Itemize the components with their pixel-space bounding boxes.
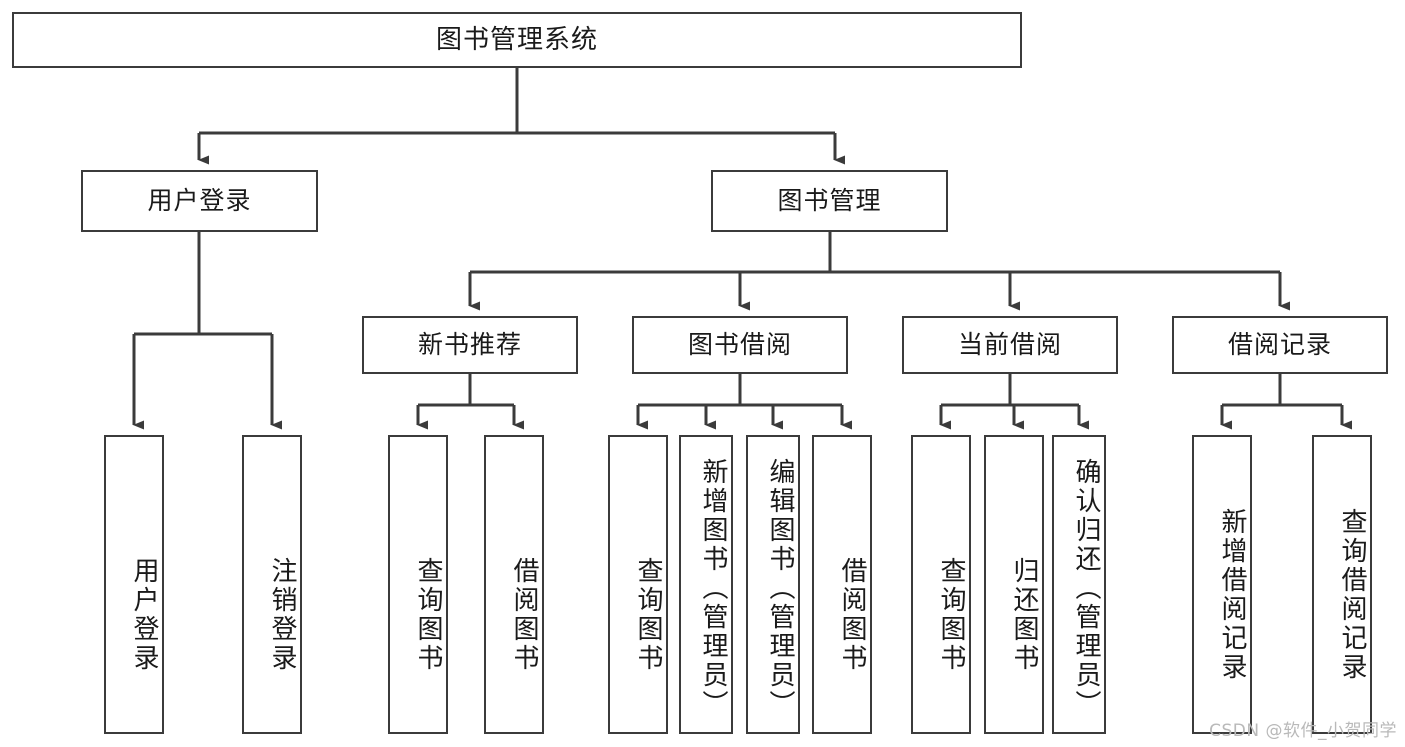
node-leaf-borrow-book-recommend[interactable]: 借阅图书 [484, 435, 544, 734]
node-leaf-edit-book-admin[interactable]: 编辑图书（管理员） [746, 435, 800, 734]
node-leaf-user-login[interactable]: 用户登录 [104, 435, 164, 734]
node-leaf-query-book-recommend[interactable]: 查询图书 [388, 435, 448, 734]
node-leaf-query-borrow-record[interactable]: 查询借阅记录 [1312, 435, 1372, 734]
node-leaf-query-book-current[interactable]: 查询图书 [911, 435, 971, 734]
node-leaf-query-book-borrow[interactable]: 查询图书 [608, 435, 668, 734]
node-new-book-recommend[interactable]: 新书推荐 [362, 316, 578, 374]
node-user-login[interactable]: 用户登录 [81, 170, 318, 232]
node-leaf-confirm-return-admin[interactable]: 确认归还（管理员） [1052, 435, 1106, 734]
node-leaf-return-book[interactable]: 归还图书 [984, 435, 1044, 734]
node-borrow-record[interactable]: 借阅记录 [1172, 316, 1388, 374]
csdn-watermark: CSDN @软件_小贺同学 [1209, 721, 1397, 741]
node-current-borrow[interactable]: 当前借阅 [902, 316, 1118, 374]
node-leaf-add-book-admin[interactable]: 新增图书（管理员） [679, 435, 733, 734]
node-leaf-user-logout[interactable]: 注销登录 [242, 435, 302, 734]
node-book-manage[interactable]: 图书管理 [711, 170, 948, 232]
node-leaf-borrow-book[interactable]: 借阅图书 [812, 435, 872, 734]
node-leaf-add-borrow-record[interactable]: 新增借阅记录 [1192, 435, 1252, 734]
node-root-system[interactable]: 图书管理系统 [12, 12, 1022, 68]
node-book-borrow[interactable]: 图书借阅 [632, 316, 848, 374]
